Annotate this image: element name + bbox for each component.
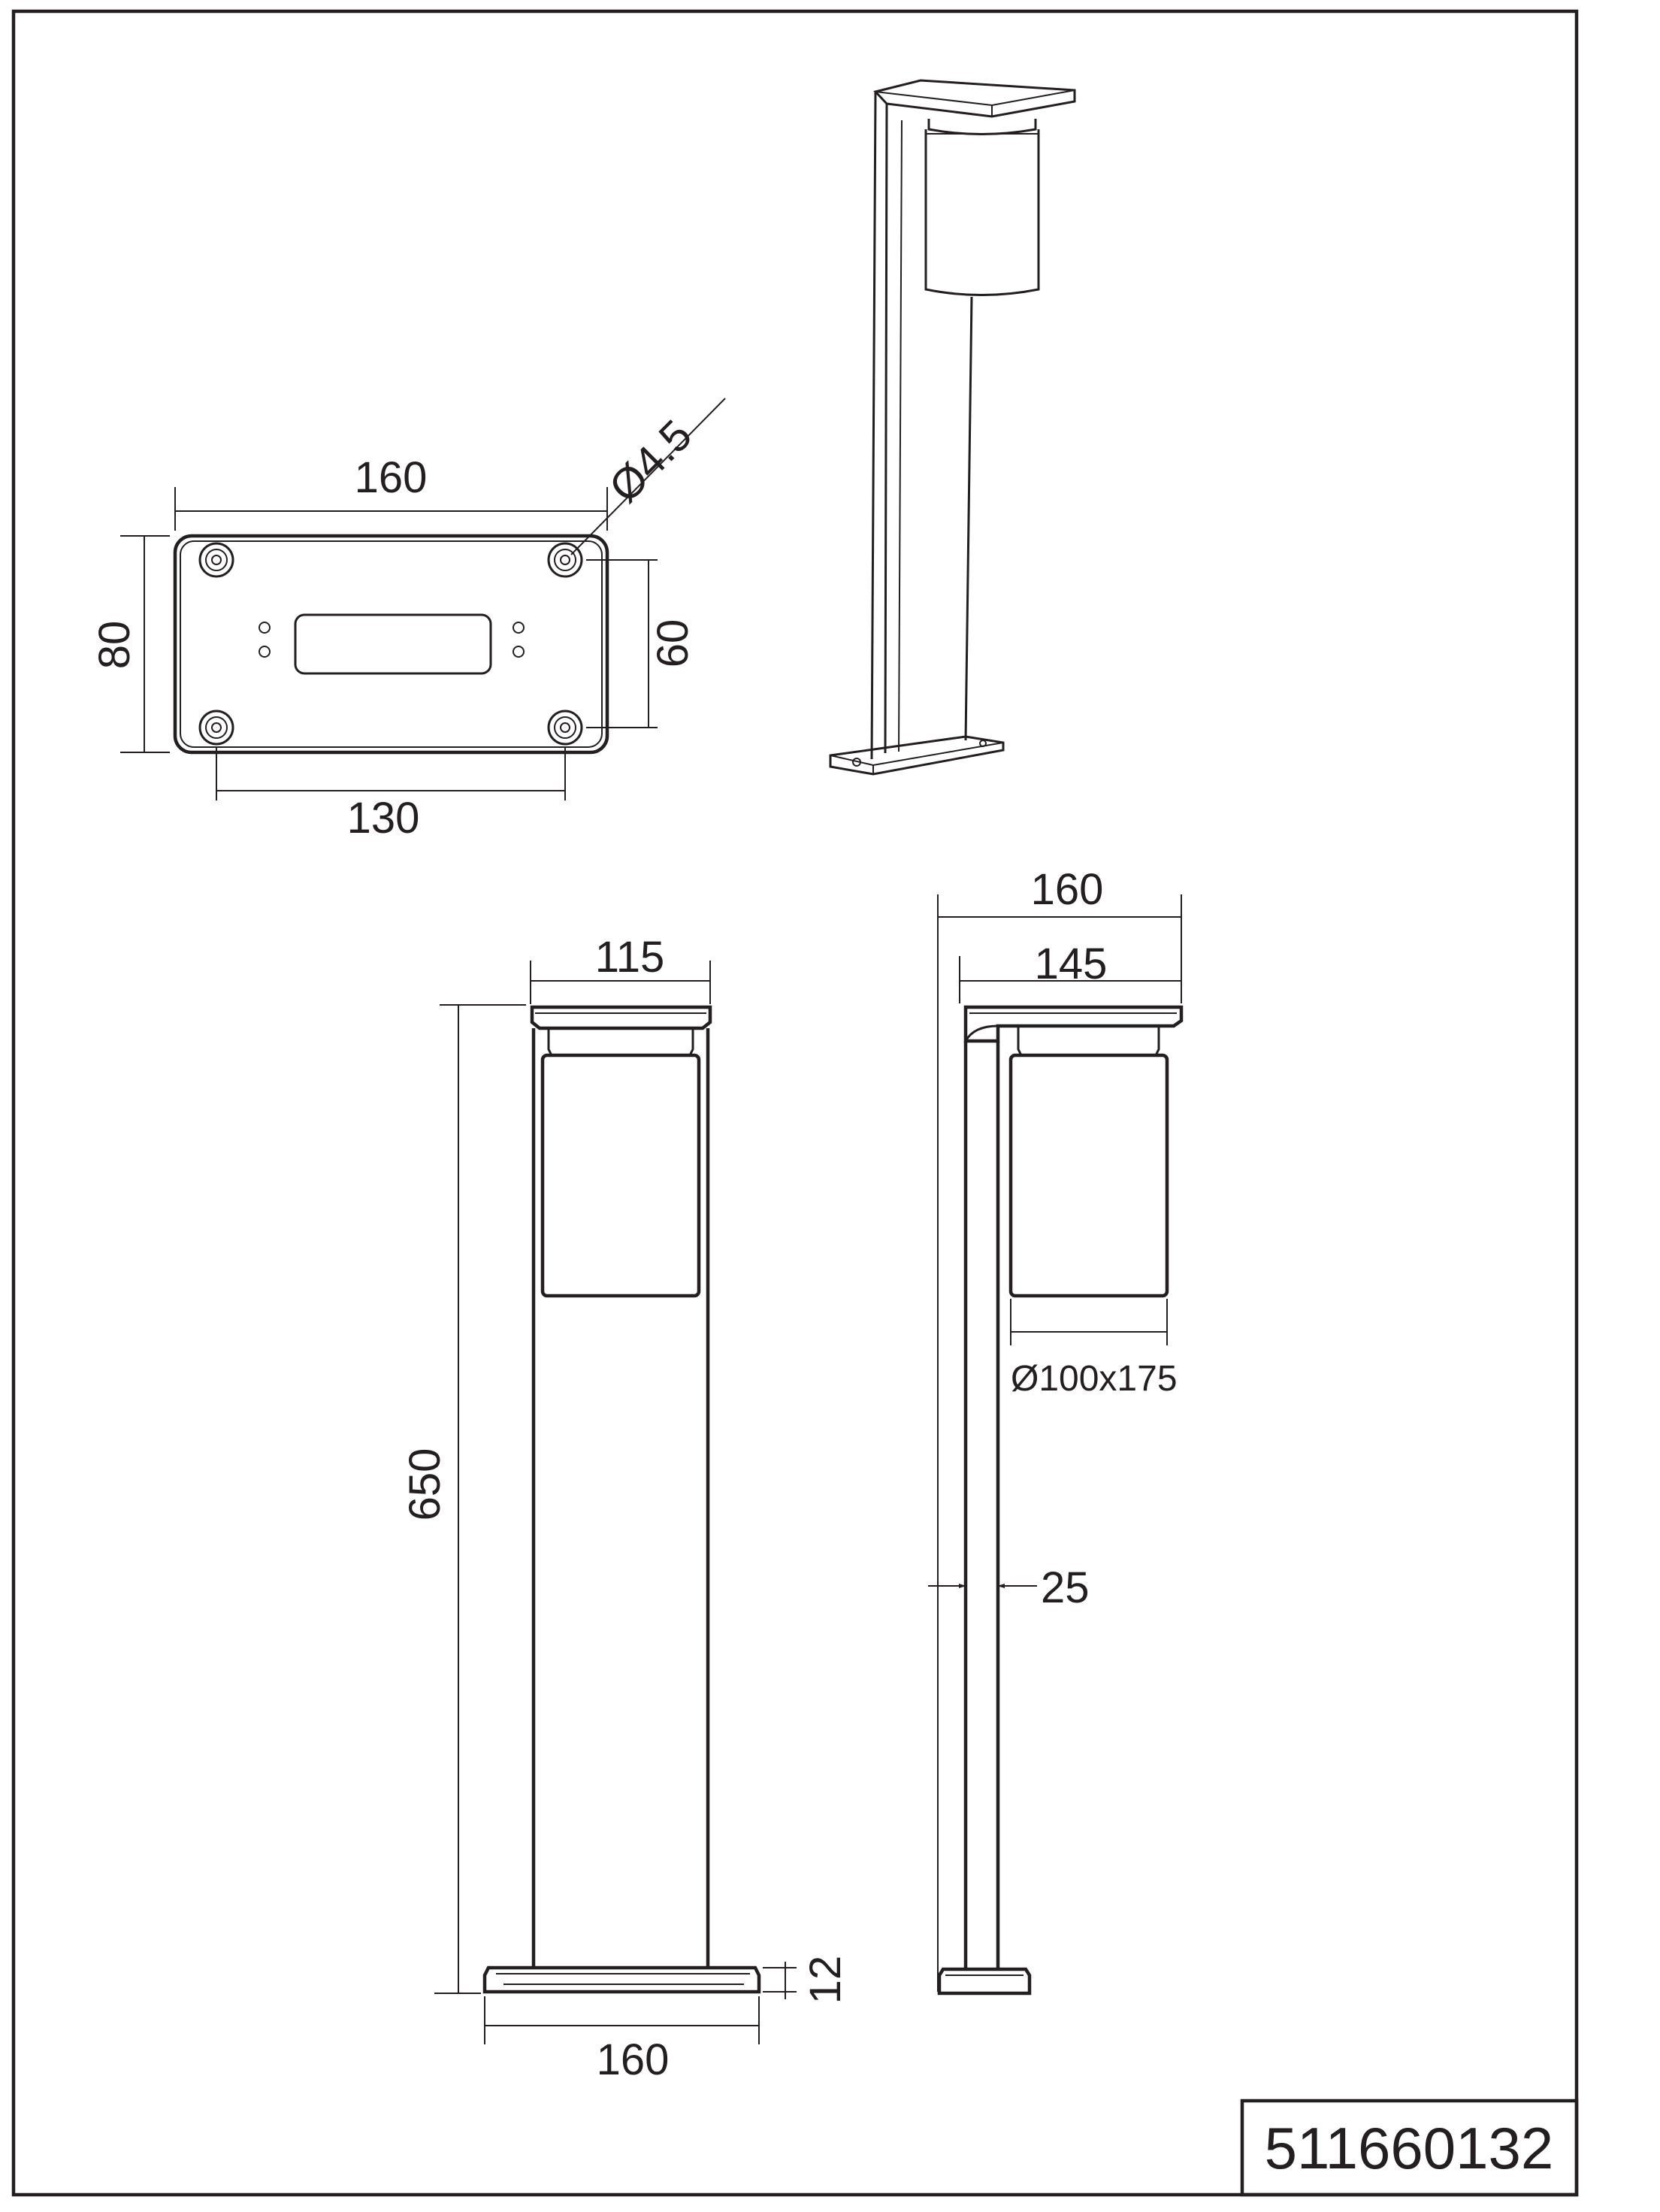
hole-diameter-dimension: Ø4.5	[600, 410, 701, 512]
mounting-hole	[547, 542, 583, 578]
base-width-dimension: 160	[355, 453, 428, 502]
isometric-view	[829, 79, 1076, 776]
title-block: 511660132	[1240, 2099, 1579, 2197]
sheet-border	[11, 9, 1579, 2197]
mounting-hole	[198, 542, 234, 578]
front-view: 115 650 12 160	[401, 933, 850, 2084]
hole-diameter-leader	[570, 398, 726, 555]
base-height-dimension: 80	[90, 621, 139, 670]
mounting-hole	[198, 710, 234, 746]
side-lamp-shade	[1008, 1053, 1169, 1298]
mounting-hole	[547, 710, 583, 746]
front-lamp-shade	[540, 1053, 701, 1298]
side-base-plate	[937, 1967, 1032, 1996]
head-width-dimension: 115	[595, 933, 664, 982]
cable-slot	[294, 613, 492, 675]
hole-spacing-vertical-dimension: 60	[649, 619, 697, 668]
base-thickness-dimension: 12	[801, 1956, 850, 2005]
arm-width-dimension: 145	[1035, 940, 1108, 988]
overall-height-dimension: 650	[401, 1448, 449, 1521]
base-plate-outline	[173, 534, 609, 755]
hole-spacing-horizontal-dimension: 130	[347, 794, 420, 843]
base-plate-view: 160 80 60 130 Ø4.5	[90, 398, 726, 843]
part-number: 511660132	[1265, 2115, 1554, 2181]
side-overall-width-dimension: 160	[1031, 865, 1104, 914]
side-view: 160 145 Ø100x175 25	[928, 865, 1184, 1996]
post-width-dimension: 25	[1041, 1563, 1090, 1612]
front-base-plate	[482, 1965, 761, 1994]
front-base-width-dimension: 160	[597, 2035, 670, 2084]
shade-size-dimension: Ø100x175	[1011, 1359, 1178, 1399]
